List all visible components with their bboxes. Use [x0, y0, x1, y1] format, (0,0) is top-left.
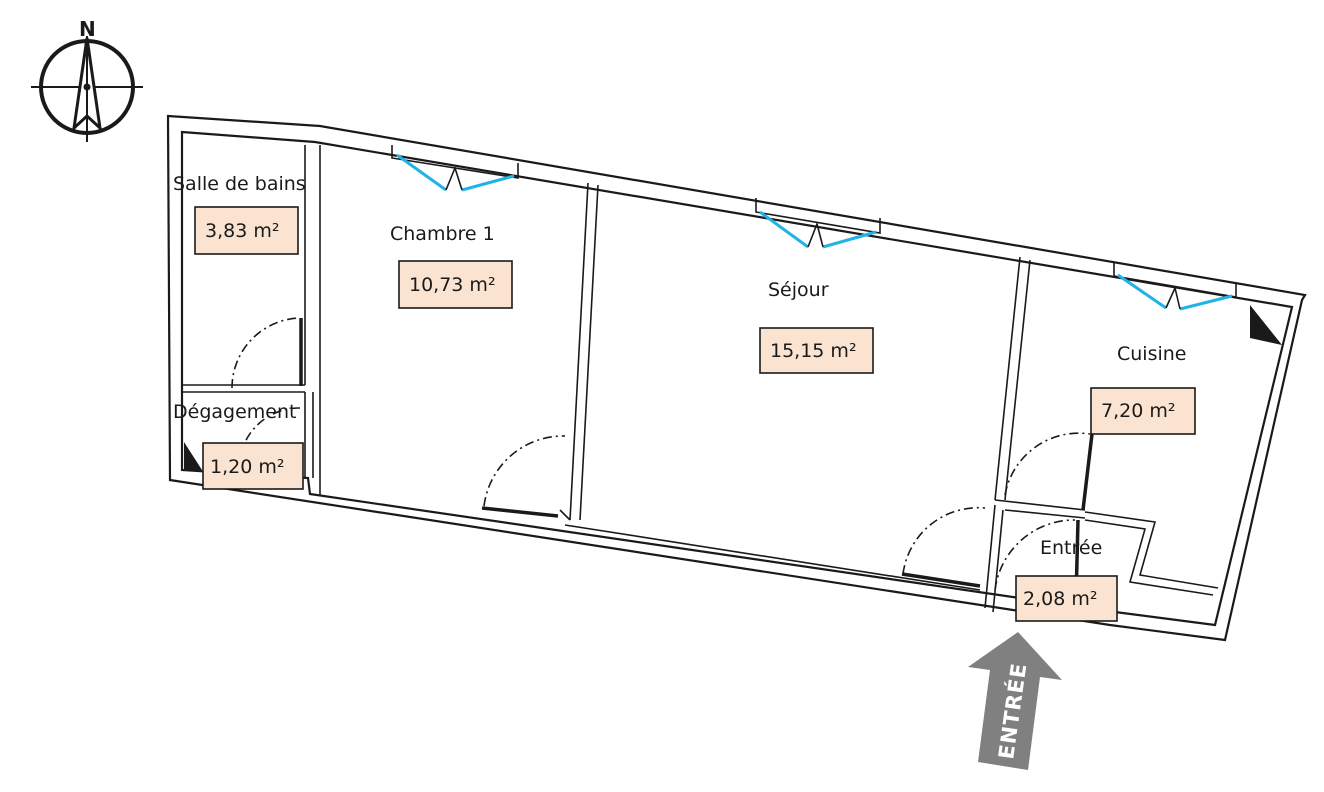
door-salle-de-bains: [231, 317, 303, 389]
entrance-arrow-icon: ENTRÉE: [968, 632, 1062, 770]
window-sejour: [755, 198, 881, 249]
room-chambre-1: Chambre 1 10,73 m²: [390, 223, 513, 309]
room-sejour: Séjour 15,15 m²: [759, 279, 874, 374]
duct-cuisine-icon: [1250, 305, 1282, 345]
interior-walls: [182, 145, 1219, 613]
compass-north-letter: N: [79, 17, 96, 41]
room-entree: Entrée 2,08 m²: [1015, 537, 1118, 622]
room-name-chambre-1: Chambre 1: [390, 223, 495, 245]
room-cuisine: Cuisine 7,20 m²: [1090, 343, 1196, 435]
north-arrow-compass-icon: N: [31, 17, 143, 142]
window-cuisine: [1113, 262, 1237, 311]
duct-degagement-icon: [184, 442, 202, 470]
room-name-cuisine: Cuisine: [1117, 343, 1187, 365]
door-degagement: [239, 407, 301, 459]
area-entree: 2,08 m²: [1023, 588, 1097, 610]
door-chambre-1: [481, 435, 566, 518]
door-cuisine: [1004, 432, 1094, 511]
area-cuisine: 7,20 m²: [1101, 400, 1175, 422]
window-chambre-1: [391, 145, 519, 192]
area-sejour: 15,15 m²: [770, 340, 857, 362]
room-name-salle-de-bains: Salle de bains: [173, 173, 306, 195]
outer-walls: [166, 114, 1307, 642]
room-degagement: Dégagement 1,20 m²: [173, 401, 304, 490]
area-salle-de-bains: 3,83 m²: [205, 220, 279, 242]
room-name-sejour: Séjour: [768, 279, 829, 301]
area-degagement: 1,20 m²: [210, 456, 284, 478]
door-sejour: [901, 506, 986, 588]
room-salle-de-bains: Salle de bains 3,83 m²: [173, 173, 306, 255]
area-chambre-1: 10,73 m²: [409, 274, 496, 296]
room-name-degagement: Dégagement: [173, 401, 296, 423]
room-name-entree: Entrée: [1040, 537, 1102, 559]
